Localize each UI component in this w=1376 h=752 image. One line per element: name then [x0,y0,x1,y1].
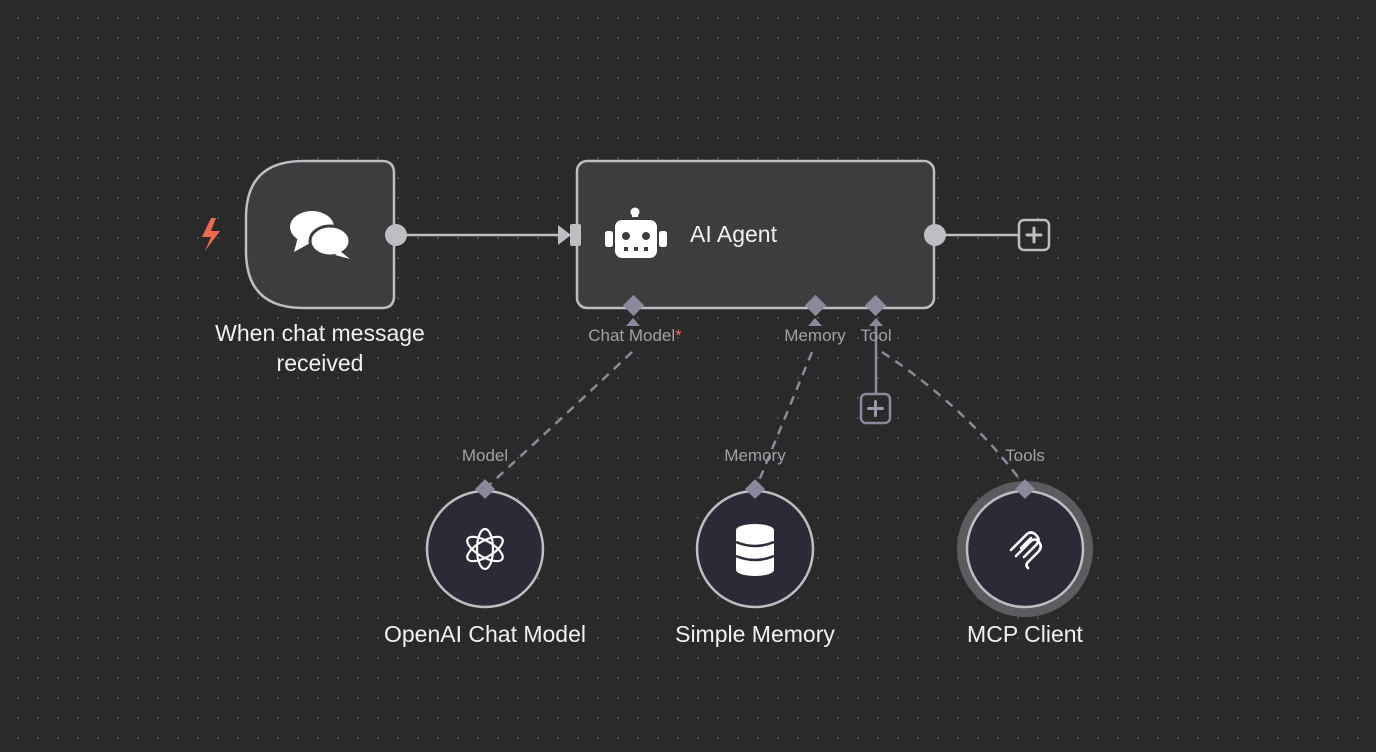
connection-chat-model[interactable] [485,351,633,489]
add-tool-button[interactable] [859,392,892,425]
agent-chat-model-port[interactable] [622,294,645,317]
openai-output-port[interactable] [475,479,495,499]
connection-memory[interactable] [754,351,814,489]
mcp-client-node[interactable] [957,479,1093,617]
trigger-node-title: When chat message received [180,318,460,378]
openai-port-label: Model [461,446,509,465]
openai-chat-model-node[interactable] [425,479,545,609]
port-arrow [808,318,822,326]
mcp-node-title: MCP Client [967,621,1083,647]
lightning-bolt-icon [202,218,220,251]
connection-tools[interactable] [881,350,1028,489]
robot-icon [605,207,667,258]
database-icon [735,524,775,576]
plus-icon [1025,226,1043,244]
trigger-output-handle[interactable] [385,224,407,246]
openai-icon [466,527,504,571]
memory-port-label: Memory [784,326,846,345]
trigger-node-title-line2: received [276,350,364,376]
openai-node-title: OpenAI Chat Model [383,621,586,647]
memory-output-port[interactable] [745,479,765,499]
required-marker: * [675,326,682,345]
port-arrow [626,318,640,326]
simple-memory-node[interactable] [695,479,815,609]
agent-node[interactable] [570,159,946,317]
chat-bubbles-icon [290,211,352,259]
chat-model-port-text: Chat Model [588,326,676,345]
agent-output-handle[interactable] [924,224,946,246]
mcp-icon [1009,531,1043,570]
mcp-output-port[interactable] [1015,479,1035,499]
agent-memory-port[interactable] [804,294,827,317]
agent-tool-port[interactable] [864,294,887,317]
port-arrow [869,318,883,326]
trigger-node-title-line1: When chat message [215,320,425,346]
chat-model-port-label: Chat Model* [575,326,695,346]
tools-port-label: Tools [1005,446,1045,465]
agent-input-handle[interactable] [570,224,581,246]
tool-port-label: Tool [860,326,892,345]
trigger-node[interactable] [244,159,407,310]
plus-icon [867,400,884,417]
connection-arrowhead [558,225,571,245]
agent-node-title: AI Agent [690,221,777,247]
memory-node-title: Simple Memory [675,621,835,647]
memory-sub-port-label: Memory [724,446,786,465]
add-output-button[interactable] [1017,218,1051,252]
